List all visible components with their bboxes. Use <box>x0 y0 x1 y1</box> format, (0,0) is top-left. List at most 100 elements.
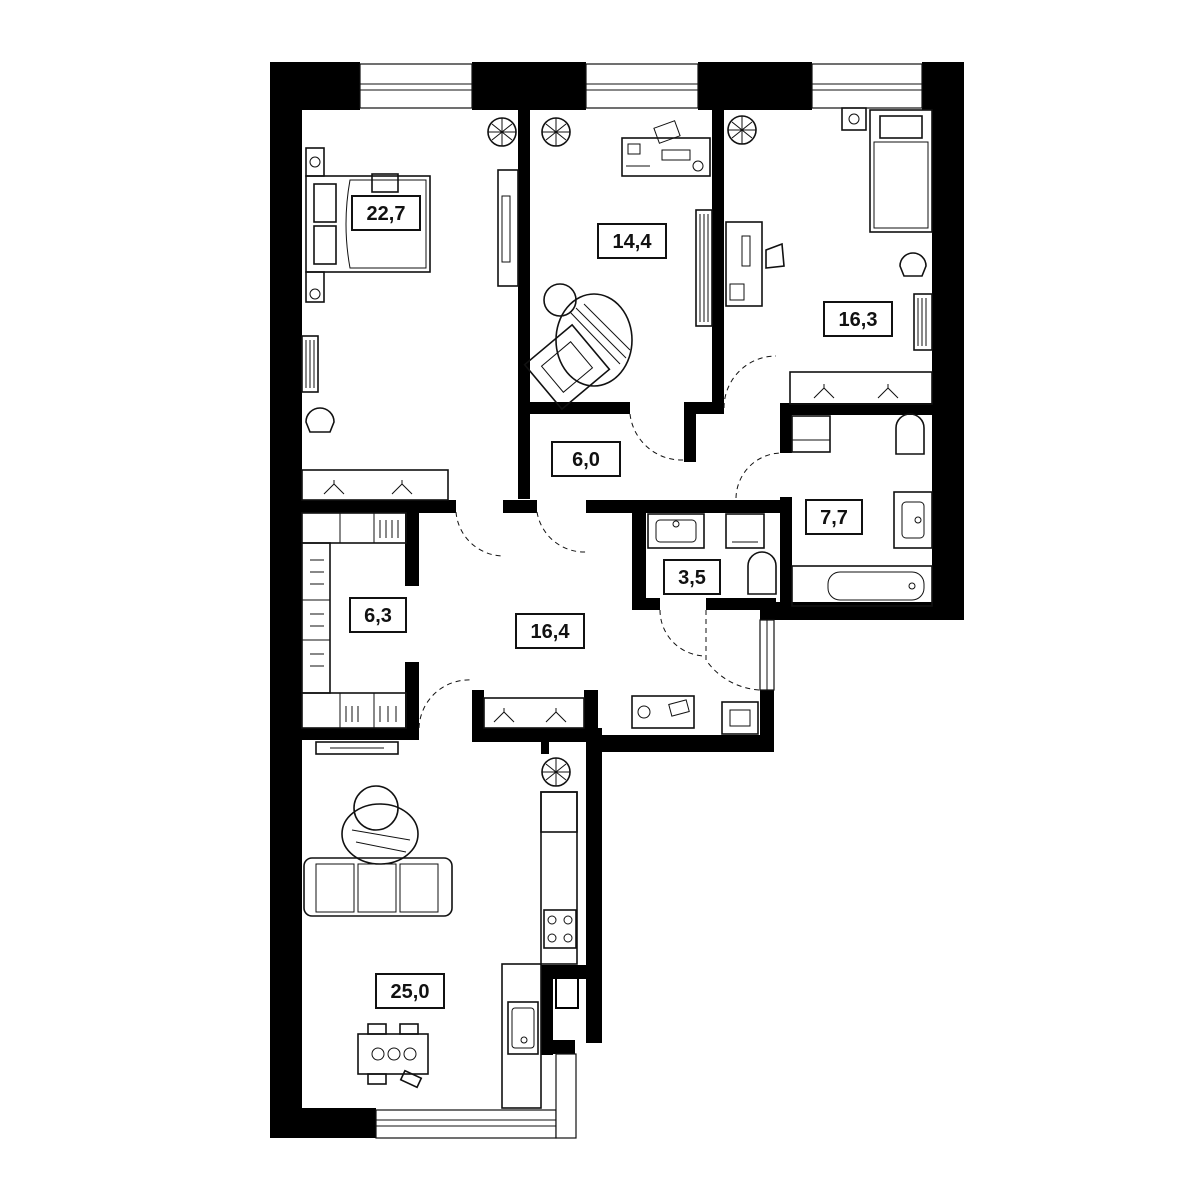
svg-text:16,3: 16,3 <box>839 309 878 331</box>
boiler <box>725 513 765 549</box>
plant-study <box>541 117 571 147</box>
svg-text:3,5: 3,5 <box>678 567 706 589</box>
plant-kids <box>727 115 757 145</box>
sofa <box>303 857 453 917</box>
svg-text:7,7: 7,7 <box>820 507 848 529</box>
wall-bedroom-study <box>518 104 530 499</box>
area-label-bedroom-kids: 16,3 <box>823 301 893 337</box>
area-label-bathroom: 7,7 <box>805 499 863 535</box>
plant-living <box>541 757 571 787</box>
sink-kitchen <box>507 1001 539 1055</box>
wardrobe-bedroom <box>301 469 449 501</box>
wall-study-bottom-r2 <box>684 402 696 462</box>
svg-text:22,7: 22,7 <box>367 203 406 225</box>
wardrobe-kids <box>789 371 933 405</box>
door-entrance <box>705 610 761 691</box>
double-bed <box>305 173 431 273</box>
nightstand-kids <box>841 107 867 131</box>
wall-wardrobe-bottom <box>302 728 419 740</box>
wall-bedroom-bottom <box>302 500 456 513</box>
wall-bottom-notch2 <box>541 965 553 1055</box>
closet-hall <box>483 697 585 729</box>
nightstand-bottom <box>305 271 325 303</box>
wall-study-bottom-l <box>518 402 630 414</box>
desk-kids <box>725 221 785 307</box>
svg-text:6,3: 6,3 <box>364 605 392 627</box>
walls <box>270 62 964 1138</box>
shelving-wardrobe <box>301 512 407 729</box>
bathtub <box>791 565 933 607</box>
wall-right-lower <box>586 735 602 1043</box>
svg-text:25,0: 25,0 <box>391 981 430 1003</box>
rug-living <box>341 785 419 865</box>
svg-text:6,0: 6,0 <box>572 449 600 471</box>
area-label-bedroom-study: 14,4 <box>597 223 667 259</box>
chair-kids <box>899 252 927 277</box>
single-bed <box>869 109 933 233</box>
wall-top-mid2 <box>698 62 812 110</box>
wall-toilet-bottom2 <box>706 598 776 610</box>
wall-kids-bottom <box>780 403 940 415</box>
electric-panel <box>721 701 759 735</box>
window-bedroom <box>359 63 473 109</box>
chair-bedroom <box>305 407 335 433</box>
armchair-study <box>523 283 633 411</box>
radiator-bedroom <box>301 335 319 393</box>
bookshelf-study <box>695 209 713 327</box>
kitchen-counter <box>501 791 578 1109</box>
doors <box>418 355 781 729</box>
wall-hall-bottom <box>472 728 602 742</box>
wall-wardrobe-r2 <box>405 662 419 740</box>
wall-toilet-bottom <box>632 598 660 610</box>
area-label-toilet: 3,5 <box>663 559 721 595</box>
wall-bath-left <box>780 403 792 453</box>
sink-toilet <box>647 513 705 549</box>
windows <box>359 63 923 1139</box>
wall-corridor-bottom-l <box>503 500 537 513</box>
wall-bottom-notch <box>541 965 602 979</box>
door-corridor-hall <box>536 511 587 553</box>
shoe-cabinet <box>631 695 695 729</box>
radiator-kids <box>913 293 933 351</box>
wall-toilet-left <box>632 500 646 610</box>
desk-study <box>621 120 711 177</box>
wall-top-mid1 <box>472 62 586 110</box>
svg-text:16,4: 16,4 <box>531 621 571 643</box>
wall-hall-closet2 <box>584 690 598 742</box>
window-kids <box>811 63 923 109</box>
wall-bottom-notch3 <box>553 1040 575 1054</box>
door-wardrobe <box>418 679 473 729</box>
wall-wardrobe-r1 <box>405 500 419 586</box>
window-living <box>375 1053 577 1139</box>
nightstand-top <box>305 147 325 177</box>
area-label-living-kitchen: 25,0 <box>375 973 445 1009</box>
toilet-wc <box>747 551 777 595</box>
svg-text:14,4: 14,4 <box>613 231 653 253</box>
toilet-bath <box>895 413 925 455</box>
plant-bedroom <box>487 117 517 147</box>
wall-study-kids <box>712 104 724 412</box>
wall-left <box>270 62 302 1138</box>
door-bath <box>735 452 781 499</box>
wall-hall-closet <box>472 690 484 742</box>
wall-right-step2 <box>586 735 774 752</box>
door-toilet <box>659 609 707 657</box>
furniture <box>301 107 933 1109</box>
door-study <box>629 413 685 461</box>
shaft <box>555 977 579 1009</box>
wall-corridor-bottom-r <box>586 500 792 513</box>
area-label-bedroom-main: 22,7 <box>351 195 421 231</box>
area-label-hall: 16,4 <box>515 613 585 649</box>
wall-bath-left2 <box>780 497 792 607</box>
window-hall <box>759 619 775 691</box>
tv-unit-bedroom <box>497 169 519 287</box>
door-kids <box>723 355 777 409</box>
wall-hall-post <box>541 740 549 754</box>
dining-table <box>357 1023 429 1089</box>
sink-bath <box>893 491 933 549</box>
washing-machine <box>791 415 831 453</box>
wall-right-upper <box>932 62 964 620</box>
wall-top-left <box>270 62 360 110</box>
area-labels: 22,7 14,4 16,3 6,0 7,7 3,5 6,3 16,4 <box>349 195 893 1009</box>
